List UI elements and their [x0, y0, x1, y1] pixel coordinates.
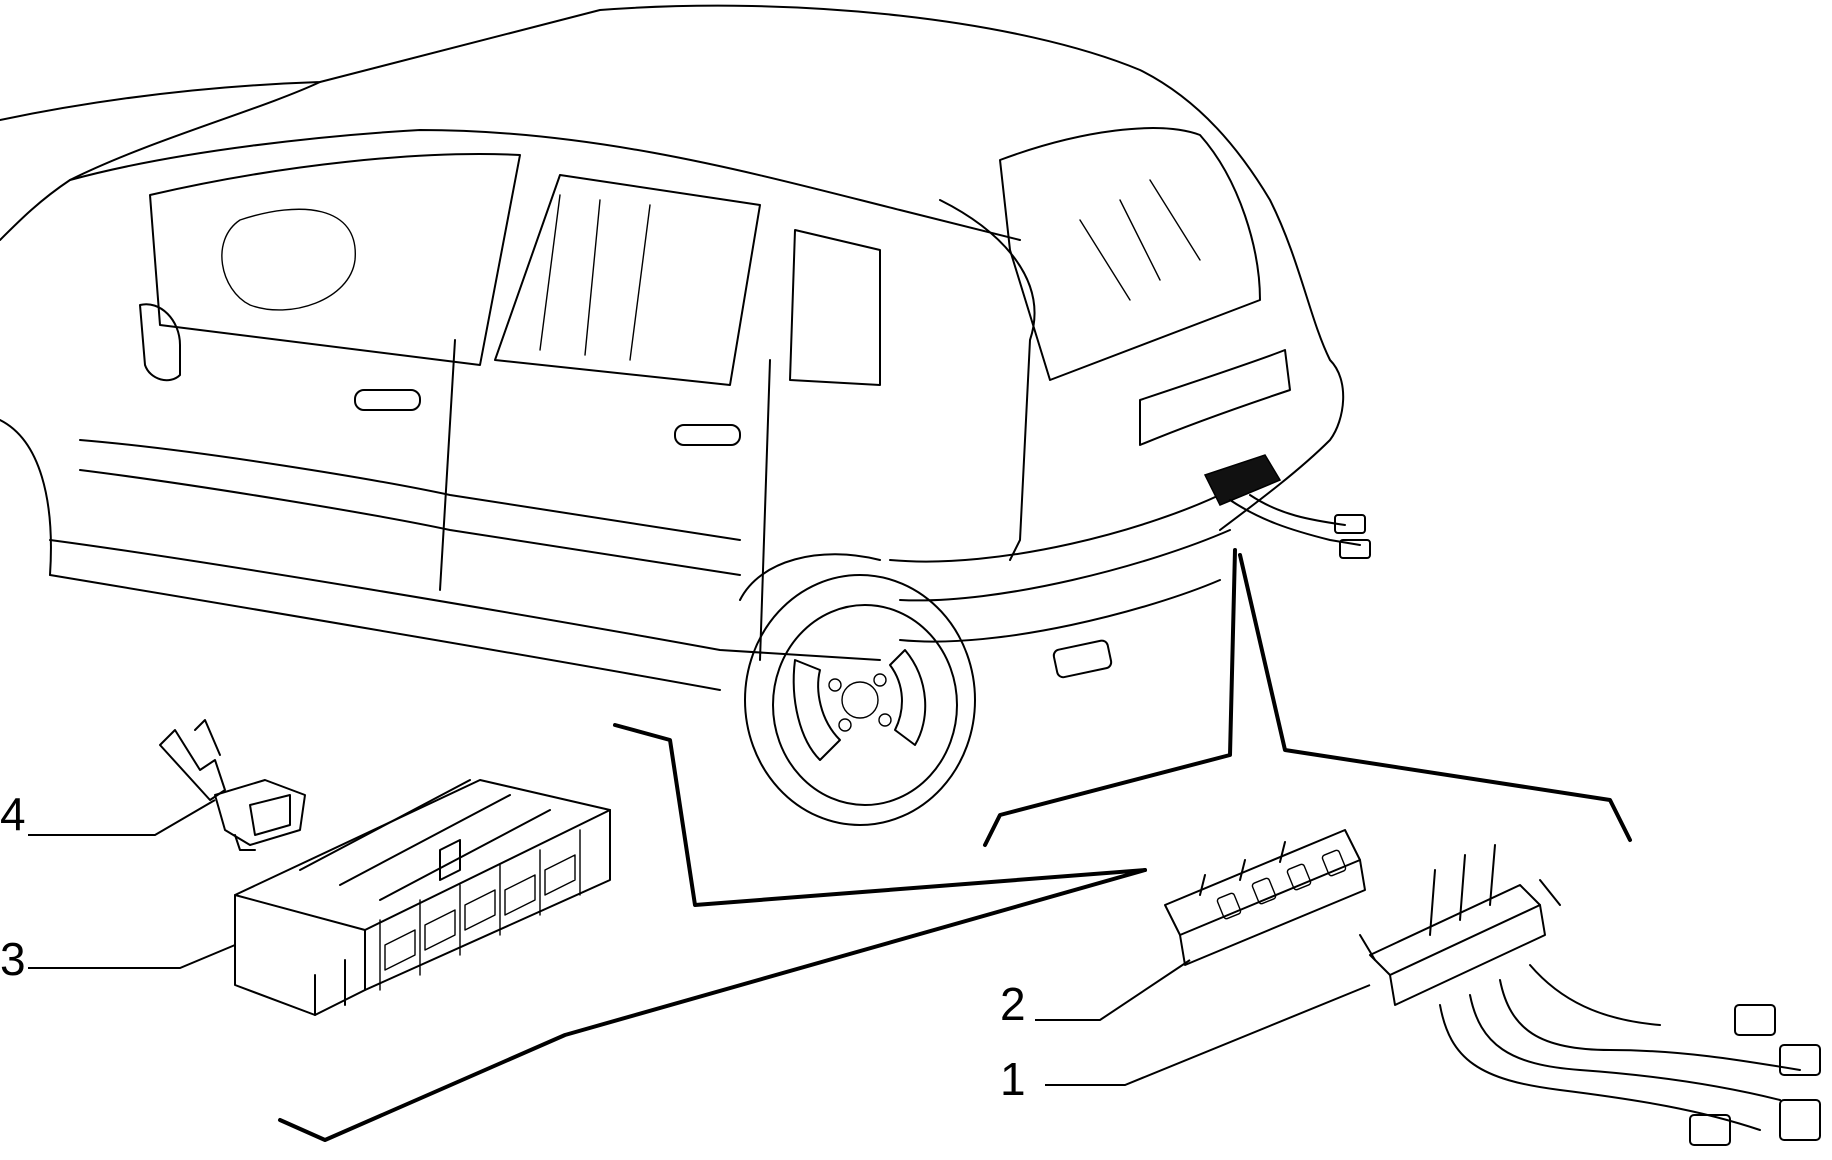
callouts: 4 3 2 1 — [0, 788, 1371, 1105]
callout-1-label: 1 — [1000, 1053, 1026, 1105]
part-1-wiring-harness — [1359, 844, 1821, 1146]
leader-bracket-right-a — [983, 548, 1237, 847]
leader-bracket-left — [613, 723, 1147, 907]
callout-4-label: 4 — [0, 788, 26, 840]
callout-2-label: 2 — [1000, 978, 1026, 1030]
part-4-terminal — [159, 719, 306, 851]
leader-lines — [278, 548, 1632, 1142]
callout-1-line — [1045, 984, 1371, 1086]
callout-3-label: 3 — [0, 933, 26, 985]
car-illustration — [0, 4, 1371, 826]
part-3-housing — [234, 779, 611, 1016]
part-2-connector-body — [1164, 829, 1366, 966]
rear-harness-on-car — [1203, 454, 1371, 559]
callout-3-line — [28, 944, 236, 969]
leader-bracket-down — [278, 868, 1147, 1142]
leader-bracket-right-b — [1238, 553, 1632, 842]
callout-4-line — [28, 799, 216, 836]
callout-2-line — [1035, 959, 1191, 1021]
